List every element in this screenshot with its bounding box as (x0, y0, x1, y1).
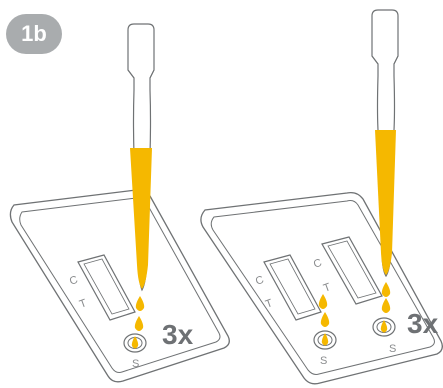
right-result-window-1 (263, 254, 322, 321)
drop-icon (381, 298, 391, 313)
drop-in-well-icon (131, 336, 139, 349)
drop-icon (381, 282, 391, 297)
left-result-window (77, 254, 136, 321)
right-window2-control-label: C (312, 257, 324, 271)
right-window2-test-label: T (322, 281, 333, 295)
left-test-cassette: C T S (9, 188, 230, 383)
right-sample-well-1 (313, 330, 337, 350)
left-test-label: T (78, 297, 89, 311)
right-repeat-count: 3x (407, 308, 439, 339)
drop-in-well-icon (321, 333, 329, 346)
right-test-cassette: C T C T S S (200, 191, 443, 385)
drop-in-well-icon (380, 320, 388, 333)
left-repeat-count: 3x (162, 319, 194, 350)
right-sample-label-1: S (320, 355, 327, 367)
drop-icon (135, 296, 145, 311)
right-window1-control-label: C (254, 274, 266, 288)
left-control-label: C (68, 274, 80, 288)
left-sample-label: S (132, 358, 139, 370)
right-pipette-icon (371, 9, 399, 278)
right-result-window-2 (321, 236, 383, 305)
right-sample-well-2 (372, 317, 396, 337)
right-window1-test-label: T (264, 297, 275, 311)
left-pipette-icon (127, 23, 155, 292)
drop-icon (318, 294, 328, 309)
right-cassette-inner (210, 200, 435, 375)
step-badge: 1b (6, 14, 62, 54)
left-sample-well (123, 333, 147, 353)
right-sample-label-2: S (389, 343, 396, 355)
drop-icon (320, 312, 330, 327)
drop-icon (134, 316, 144, 331)
